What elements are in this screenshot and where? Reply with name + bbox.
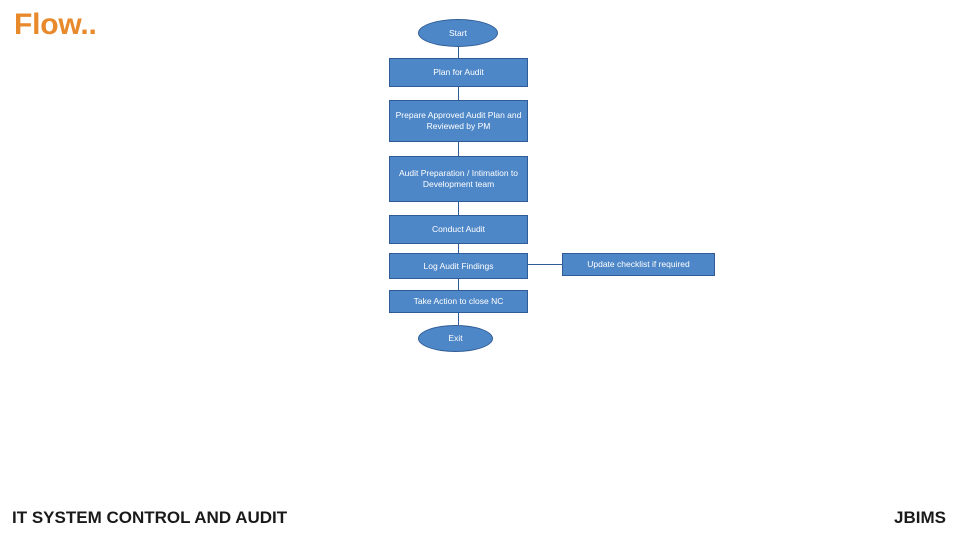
- flow-node-audit-preparation-intimation-label: Audit Preparation / Intimation to Develo…: [398, 168, 519, 189]
- footer-right-text: JBIMS: [894, 508, 946, 527]
- connector-start-plan: [458, 47, 459, 58]
- connector-log-update: [528, 264, 562, 265]
- flow-node-plan-for-audit[interactable]: Plan for Audit: [389, 58, 528, 87]
- flow-node-exit[interactable]: Exit: [418, 325, 493, 352]
- connector-log-action: [458, 279, 459, 290]
- flow-node-prepare-approved-audit-plan-label: Prepare Approved Audit Plan and Reviewed…: [395, 110, 522, 131]
- flow-node-update-checklist[interactable]: Update checklist if required: [562, 253, 715, 276]
- page-title: Flow..: [14, 8, 97, 41]
- flow-node-audit-preparation-intimation[interactable]: Audit Preparation / Intimation to Develo…: [389, 156, 528, 202]
- flow-node-prepare-approved-audit-plan[interactable]: Prepare Approved Audit Plan and Reviewed…: [389, 100, 528, 142]
- flow-node-log-audit-findings[interactable]: Log Audit Findings: [389, 253, 528, 279]
- flow-node-log-audit-findings-label: Log Audit Findings: [423, 260, 494, 271]
- flow-node-take-action-close-nc[interactable]: Take Action to close NC: [389, 290, 528, 313]
- flow-node-start[interactable]: Start: [418, 19, 498, 47]
- flow-node-conduct-audit[interactable]: Conduct Audit: [389, 215, 528, 244]
- connector-prepare-intimation: [458, 142, 459, 156]
- connector-intimation-conduct: [458, 202, 459, 215]
- flow-node-take-action-close-nc-label: Take Action to close NC: [413, 296, 504, 306]
- connector-plan-prepare: [458, 87, 459, 100]
- flow-node-conduct-audit-label: Conduct Audit: [432, 224, 485, 234]
- flow-node-exit-label: Exit: [448, 333, 463, 343]
- flow-node-plan-for-audit-label: Plan for Audit: [433, 67, 484, 77]
- flow-node-update-checklist-label: Update checklist if required: [587, 259, 690, 269]
- flow-node-start-label: Start: [449, 27, 467, 38]
- connector-action-exit: [458, 313, 459, 325]
- footer-left-text: IT SYSTEM CONTROL AND AUDIT: [12, 508, 288, 527]
- connector-conduct-log: [458, 244, 459, 253]
